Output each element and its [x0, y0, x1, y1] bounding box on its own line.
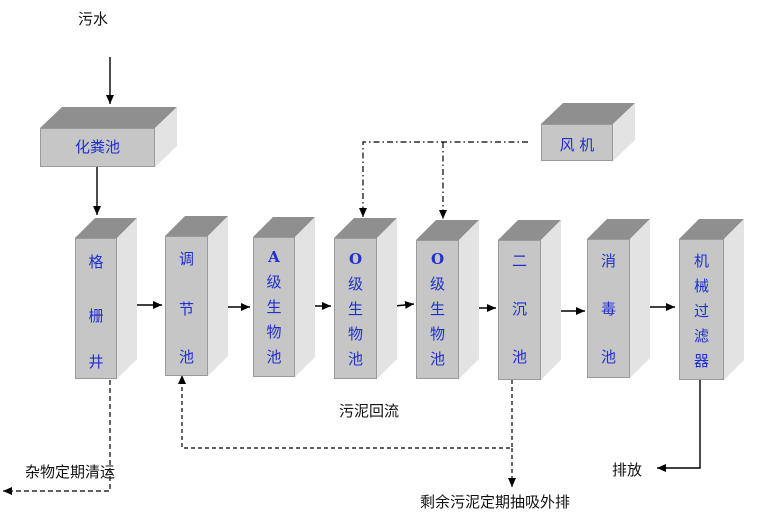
discharge-label: 排放: [612, 461, 643, 479]
secondary-char-2: 沉: [511, 300, 527, 318]
o-tank-1-char-5: 池: [347, 350, 363, 368]
secondary-char-3: 池: [511, 348, 527, 366]
o-tank-2-box: O 级 生 物 池: [416, 220, 479, 379]
a-tank-char-3: 生: [266, 298, 282, 316]
a-tank-char-4: 物: [266, 323, 282, 341]
disinfection-char-3: 池: [600, 348, 616, 366]
grille-char-2: 栅: [88, 307, 104, 325]
secondary-clarifier-label: 二 沉 池: [498, 248, 541, 370]
excess-sludge-label: 剩余污泥定期抽吸外排: [420, 493, 571, 511]
secondary-char-1: 二: [511, 252, 527, 270]
a-tank-box: A 级 生 物 池: [253, 217, 315, 377]
input-label: 污水: [78, 10, 109, 28]
o-tank-2-char-3: 生: [429, 300, 445, 318]
arrow-filter-to-discharge: [657, 380, 701, 472]
disinfection-char-1: 消: [600, 252, 616, 270]
arrow-o1-to-o2: [394, 300, 415, 309]
air-line-o1: [359, 141, 528, 217]
o-tank-1-char-3: 生: [347, 300, 363, 318]
disinfection-char-2: 毒: [600, 300, 616, 318]
disinfection-tank-label: 消 毒 池: [587, 248, 630, 370]
filter-char-4: 滤: [693, 327, 709, 345]
o-tank-2-label: O 级 生 物 池: [416, 247, 459, 372]
o-tank-1-char-4: 物: [347, 325, 363, 343]
mechanical-filter-label: 机 械 过 滤 器: [679, 249, 724, 374]
filter-char-1: 机: [693, 252, 709, 270]
grille-char-3: 井: [88, 353, 104, 371]
debris-line: [3, 380, 111, 495]
sludge-return-label: 污泥回流: [339, 402, 400, 420]
blower-label: 风 机: [559, 136, 595, 154]
o-tank-2-char-2: 级: [429, 275, 445, 293]
o-tank-1-char-1: O: [348, 250, 363, 268]
grille-char-1: 格: [88, 253, 104, 271]
mechanical-filter-box: 机 械 过 滤 器: [679, 219, 744, 380]
regulating-tank-box: 调 节 池: [165, 216, 228, 376]
o-tank-1-box: O 级 生 物 池: [334, 218, 397, 379]
sludge-return-line: [178, 375, 513, 449]
septic-tank-box: 化粪池: [40, 107, 177, 167]
o-tank-2-char-5: 池: [429, 350, 445, 368]
regulating-char-1: 调: [178, 250, 194, 268]
blower-box: 风 机: [541, 103, 635, 161]
a-tank-label: A 级 生 物 池: [253, 245, 295, 370]
grille-well-box: 格 栅 井: [75, 218, 137, 379]
disinfection-tank-box: 消 毒 池: [587, 219, 650, 378]
a-tank-char-2: 级: [266, 273, 282, 291]
regulating-char-3: 池: [178, 348, 194, 366]
debris-removal-label: 杂物定期清运: [25, 463, 116, 481]
filter-char-2: 械: [693, 277, 709, 295]
o-tank-2-char-4: 物: [429, 325, 445, 343]
secondary-clarifier-box: 二 沉 池: [498, 220, 561, 380]
septic-tank-label: 化粪池: [74, 138, 120, 156]
o-tank-2-char-1: O: [430, 250, 445, 268]
regulating-tank-label: 调 节 池: [165, 246, 208, 370]
filter-char-5: 器: [693, 352, 709, 370]
a-tank-char-5: 池: [266, 348, 282, 366]
filter-char-3: 过: [693, 302, 709, 320]
regulating-char-2: 节: [178, 300, 194, 318]
a-tank-char-1: A: [268, 248, 280, 266]
grille-well-label: 格 栅 井: [75, 250, 117, 374]
o-tank-1-char-2: 级: [347, 275, 363, 293]
o-tank-1-label: O 级 生 物 池: [334, 247, 377, 372]
